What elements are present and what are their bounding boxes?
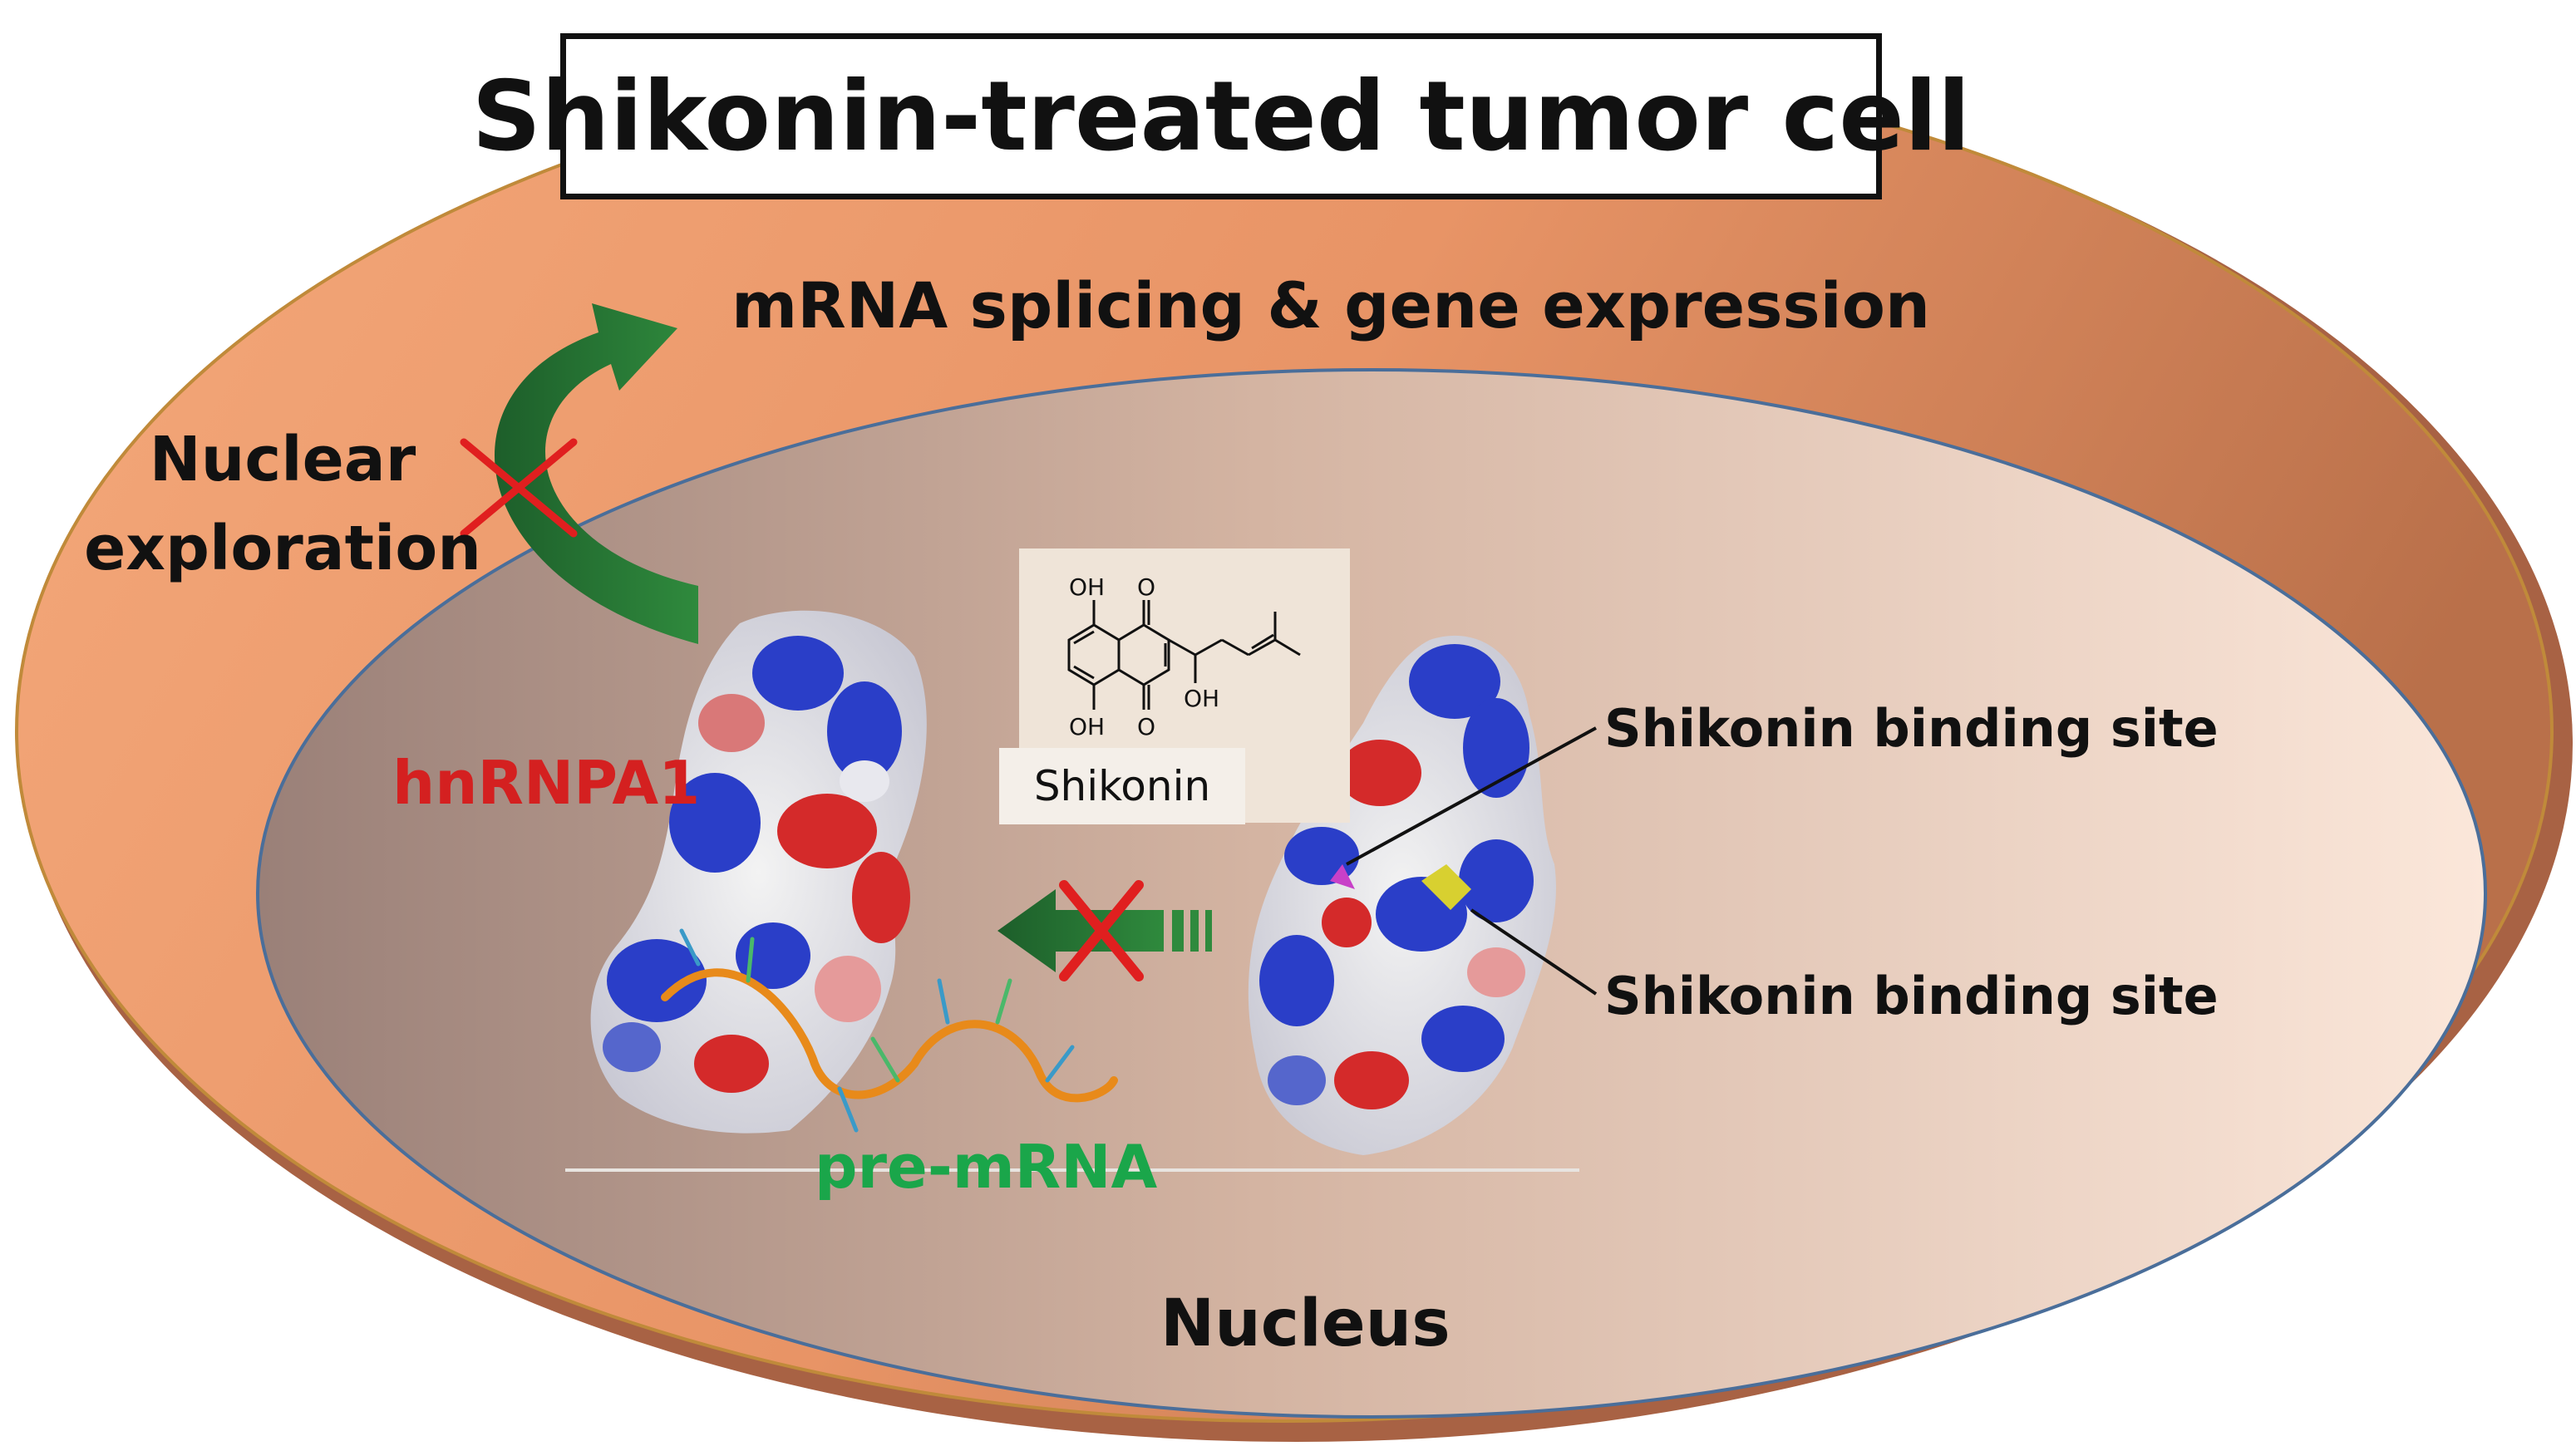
cross-icon [1059,880,1144,981]
hnrnpa1-label: hnRNPA1 [392,748,701,818]
oh-top-label: OH [1069,573,1105,601]
hnrnpa1-protein [590,610,927,1134]
pre-mrna-label: pre-mRNA [815,1132,1158,1202]
shikonin-bound-protein [1248,635,1556,1155]
o-bottom-label: O [1137,713,1155,740]
shikonin-label: Shikonin [1033,762,1211,810]
oh-bottom-label: OH [1069,713,1105,740]
pre-mrna-strand [661,928,1118,1133]
nuclear-exploration-label: Nuclear exploration [83,416,482,594]
nuclear-exploration-line2: exploration [84,513,481,585]
binding-site-2-label: Shikonin binding site [1604,966,2219,1026]
nuclear-exploration-line1: Nuclear [149,424,416,495]
page-title: Shikonin-treated tumor cell [471,60,1971,173]
curved-arrow-icon [495,303,698,644]
o-top-label: O [1137,573,1155,601]
cross-icon [460,438,578,538]
shikonin-tag: Shikonin [999,748,1245,824]
nucleus-label: Nucleus [1160,1286,1451,1361]
oh-side-label: OH [1184,685,1219,712]
binding-site-1-label: Shikonin binding site [1604,698,2219,759]
shikonin-molecule: OH O OH O OH [1067,573,1301,740]
binding-site-1-pointer [1346,726,1597,866]
mrna-splicing-label: mRNA splicing & gene expression [731,268,1931,342]
binding-site-2-pointer [1470,908,1598,996]
title-box: Shikonin-treated tumor cell [472,33,1971,199]
